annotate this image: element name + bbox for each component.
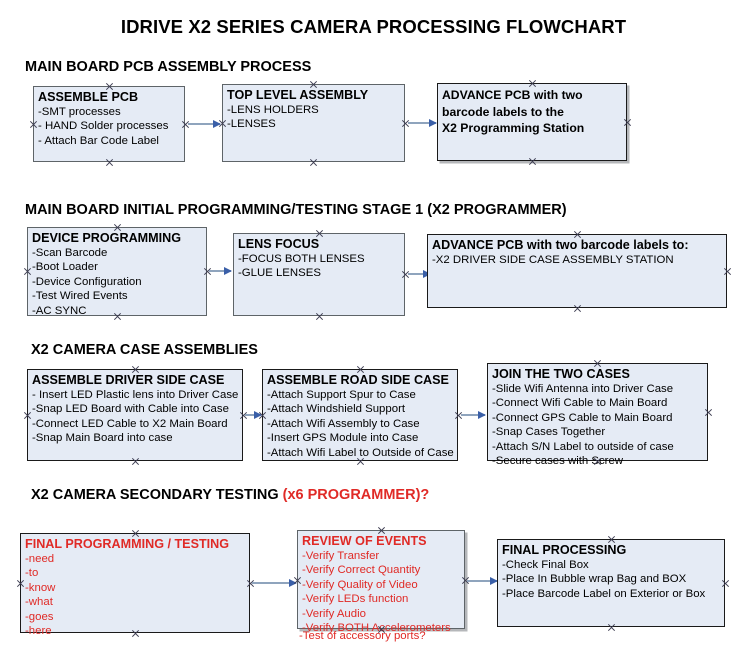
node-line: -Snap LED Board with Cable into Case (32, 403, 229, 416)
node-line: -Check Final Box (502, 559, 589, 571)
node-line: -here (25, 625, 52, 638)
arrow-head-icon (224, 266, 232, 275)
node-title: REVIEW OF EVENTS (302, 534, 427, 548)
node-line: -Scan Barcode (32, 247, 108, 259)
node-line: -SMT processes (38, 106, 121, 118)
node-title: TOP LEVEL ASSEMBLY (227, 88, 369, 102)
node-line: barcode labels to the (442, 104, 564, 119)
section-heading-x2-camera-secondary-testing: X2 CAMERA SECONDARY TESTING (x6 PROGRAMM… (31, 487, 429, 503)
node-line: - Insert LED Plastic lens into Driver Ca… (32, 389, 239, 401)
arrow-head-icon (478, 410, 486, 419)
node-line: X2 Programming Station (442, 121, 585, 135)
node-line: -goes (25, 610, 54, 623)
node-advance-pcb-programming-station[interactable]: ADVANCE PCB with two barcode labels to t… (437, 83, 627, 161)
node-line: -to (25, 567, 39, 580)
node-line: - HAND Solder processes (38, 120, 169, 133)
connector-arrow (408, 118, 437, 127)
node-line: -FOCUS BOTH LENSES (238, 253, 365, 265)
node-final-processing[interactable]: FINAL PROCESSING -Check Final Box -Place… (497, 539, 725, 627)
node-line: -Verify Correct Quantity (302, 564, 421, 577)
node-top-level-assembly[interactable]: TOP LEVEL ASSEMBLY -LENS HOLDERS -LENSES (222, 84, 405, 162)
node-device-programming[interactable]: DEVICE PROGRAMMING -Scan Barcode -Boot L… (27, 227, 207, 317)
node-line: -Secure cases with Screw (492, 455, 624, 468)
node-title: DEVICE PROGRAMMING (32, 231, 182, 245)
node-line: -Slide Wifi Antenna into Driver Case (492, 383, 674, 395)
node-title: ASSEMBLE PCB (38, 90, 139, 104)
node-assemble-driver-side-case[interactable]: ASSEMBLE DRIVER SIDE CASE - Insert LED P… (27, 369, 243, 461)
node-lens-focus[interactable]: LENS FOCUS -FOCUS BOTH LENSES -GLUE LENS… (233, 233, 405, 316)
connector-arrow (209, 266, 232, 275)
node-title: FINAL PROCESSING (502, 543, 627, 557)
node-line: -Attach Support Spur to Case (267, 389, 416, 401)
node-advance-pcb-driver-side-station[interactable]: ADVANCE PCB with two barcode labels to: … (427, 234, 727, 308)
section-heading-accent: (x6 PROGRAMMER)? (282, 487, 430, 503)
arrow-head-icon (429, 118, 437, 127)
section-heading-text: X2 CAMERA CASE ASSEMBLIES (31, 342, 258, 358)
connector-arrow (188, 119, 221, 128)
node-line: -Snap Cases Together (492, 426, 606, 439)
node-join-the-two-cases[interactable]: JOIN THE TWO CASES -Slide Wifi Antenna i… (487, 363, 708, 467)
node-title: ADVANCE PCB with two barcode labels to: (432, 238, 689, 252)
node-assemble-road-side-case[interactable]: ASSEMBLE ROAD SIDE CASE -Attach Support … (262, 369, 458, 461)
node-line: -GLUE LENSES (238, 267, 321, 280)
node-line: -X2 DRIVER SIDE CASE ASSEMBLY STATION (432, 254, 674, 266)
node-title: ASSEMBLE DRIVER SIDE CASE (32, 373, 225, 387)
node-line: -Verify Audio (302, 607, 366, 620)
node-line: -Test Wired Events (32, 290, 128, 303)
node-line: -Connect GPS Cable to Main Board (492, 411, 673, 424)
node-line: -LENSES (227, 118, 276, 131)
node-line: -need (25, 553, 55, 565)
node-line: -Verify BOTH Accelerometers (302, 622, 451, 635)
connector-arrow (252, 578, 297, 587)
node-line: -Place Barcode Label on Exterior or Box (502, 587, 706, 600)
arrow-head-icon (289, 578, 297, 587)
node-line: -AC SYNC (32, 304, 87, 317)
section-heading-x2-camera-case-assemblies: X2 CAMERA CASE ASSEMBLIES (31, 342, 258, 358)
page-title: IDRIVE X2 SERIES CAMERA PROCESSING FLOWC… (120, 16, 627, 37)
node-line: -Verify Quality of Video (302, 578, 418, 591)
node-title: ASSEMBLE ROAD SIDE CASE (267, 373, 449, 387)
arrow-head-icon (213, 119, 221, 128)
node-overflow-line: -Test of accessory ports? (299, 630, 426, 642)
node-line: -LENS HOLDERS (227, 104, 319, 116)
section-heading-main-board-initial-programming: MAIN BOARD INITIAL PROGRAMMING/TESTING S… (25, 202, 567, 218)
node-line: -Verify LEDs function (302, 593, 409, 606)
section-heading-text: MAIN BOARD INITIAL PROGRAMMING/TESTING S… (25, 202, 567, 218)
arrow-head-icon (490, 576, 498, 585)
node-line: -Connect Wifi Cable to Main Board (492, 397, 668, 410)
node-title: ADVANCE PCB with two (442, 88, 583, 102)
arrow-head-icon (254, 410, 262, 419)
connector-arrow (467, 576, 498, 585)
node-line: -Boot Loader (32, 261, 98, 274)
node-line: -Attach Windshield Support (267, 403, 406, 416)
node-review-of-events[interactable]: REVIEW OF EVENTS -Verify Transfer -Verif… (297, 530, 465, 634)
connector-arrow (245, 410, 262, 419)
node-title: FINAL PROGRAMMING / TESTING (25, 537, 230, 551)
node-title: LENS FOCUS (238, 237, 320, 251)
node-title: JOIN THE TWO CASES (492, 367, 630, 381)
section-heading-main-board-pcb-assembly: MAIN BOARD PCB ASSEMBLY PROCESS (25, 59, 311, 75)
node-line: - Attach Bar Code Label (38, 134, 159, 147)
node-line: -Attach Wifi Label to Outside of Case (267, 446, 454, 459)
node-line: -know (25, 581, 56, 594)
connector-arrow (461, 410, 486, 419)
node-line: -Attach Wifi Assembly to Case (267, 417, 420, 430)
node-line: -Attach S/N Label to outside of case (492, 440, 674, 453)
node-line: -Connect LED Cable to X2 Main Board (32, 417, 228, 430)
node-line: -Verify Transfer (302, 550, 380, 562)
node-line: -Device Configuration (32, 275, 142, 288)
node-assemble-pcb[interactable]: ASSEMBLE PCB -SMT processes - HAND Solde… (33, 86, 185, 162)
node-final-programming-testing[interactable]: FINAL PROGRAMMING / TESTING -need -to -k… (20, 533, 250, 637)
node-line: -what (25, 596, 53, 609)
section-heading-text: MAIN BOARD PCB ASSEMBLY PROCESS (25, 59, 312, 75)
node-line: -Insert GPS Module into Case (267, 432, 419, 445)
node-line: -Place In Bubble wrap Bag and BOX (502, 573, 687, 586)
node-line: -Snap Main Board into case (32, 432, 173, 445)
section-heading-text: X2 CAMERA SECONDARY TESTING (31, 487, 283, 503)
